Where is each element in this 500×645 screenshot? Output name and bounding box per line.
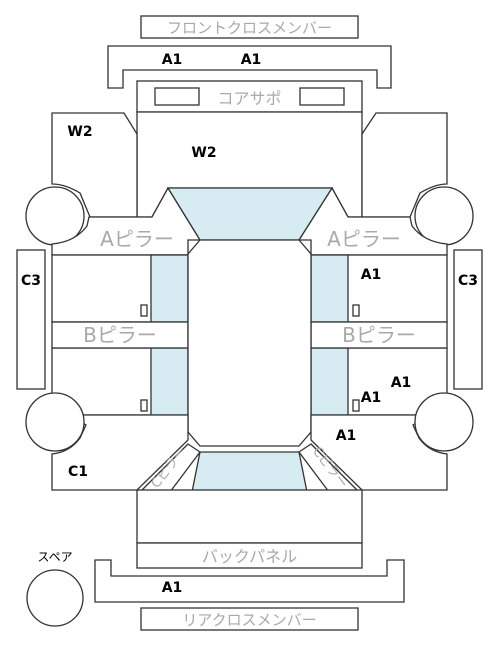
left-front-side-window	[150, 254, 189, 323]
b-pillar-left-label: Bピラー	[83, 323, 157, 347]
roof	[187, 239, 312, 447]
rear-cross-member-box	[140, 607, 359, 631]
right-front-door-handle	[352, 304, 360, 317]
left-fender-grade: W2	[67, 124, 92, 140]
rear-cross-member-label: リアクロスメンバー	[182, 611, 316, 629]
left-rocker	[16, 249, 46, 390]
left-rear-door-handle	[140, 399, 148, 412]
right-rear-door-handle	[352, 399, 360, 412]
left-rocker-grade: C3	[21, 273, 41, 289]
rear-window	[191, 451, 308, 493]
b-pillar-right-panel	[310, 321, 448, 349]
left-front-door-handle	[140, 304, 148, 317]
right-front-side-window	[310, 254, 349, 323]
trunk-lid	[136, 489, 363, 544]
b-pillar-right-label: Bピラー	[342, 323, 416, 347]
right-front-fender	[361, 112, 448, 218]
back-panel-box	[136, 542, 363, 569]
front-cross-member-bracket	[107, 45, 392, 89]
spare-tire	[26, 569, 84, 627]
right-rear-door-grade-b: A1	[361, 390, 382, 406]
right-rear-side-window	[310, 347, 349, 416]
front-cross-member-label: フロントクロスメンバー	[167, 19, 332, 37]
left-rear-side-window	[150, 347, 189, 416]
rear-cross-member-bracket	[94, 559, 405, 603]
core-support-label: コアサポ	[217, 89, 281, 108]
left-front-fender	[51, 112, 138, 218]
back-panel-label: バックパネル	[202, 547, 297, 566]
right-rear-door-grade-a: A1	[391, 375, 412, 391]
headlight-left	[154, 87, 200, 106]
front-cross-grade-left: A1	[162, 52, 183, 68]
a-pillar-left-label: Aピラー	[100, 227, 174, 251]
right-rocker	[453, 249, 483, 390]
left-rear-quarter-grade: C1	[68, 464, 88, 480]
front-cross-grade-right: A1	[241, 52, 262, 68]
right-rocker-grade: C3	[458, 273, 478, 289]
core-support-grade: W2	[191, 145, 216, 161]
rear-right-wheel	[414, 392, 474, 452]
rear-left-wheel	[25, 392, 85, 452]
spare-label: スペア	[37, 550, 72, 564]
b-pillar-left-panel	[51, 321, 189, 349]
headlight-right	[299, 87, 345, 106]
rear-cross-grade: A1	[162, 580, 183, 596]
a-pillar-right-label: Aピラー	[327, 227, 401, 251]
front-cross-member-box	[140, 15, 359, 39]
right-front-door-grade: A1	[361, 267, 382, 283]
right-rear-quarter-grade: A1	[336, 428, 357, 444]
